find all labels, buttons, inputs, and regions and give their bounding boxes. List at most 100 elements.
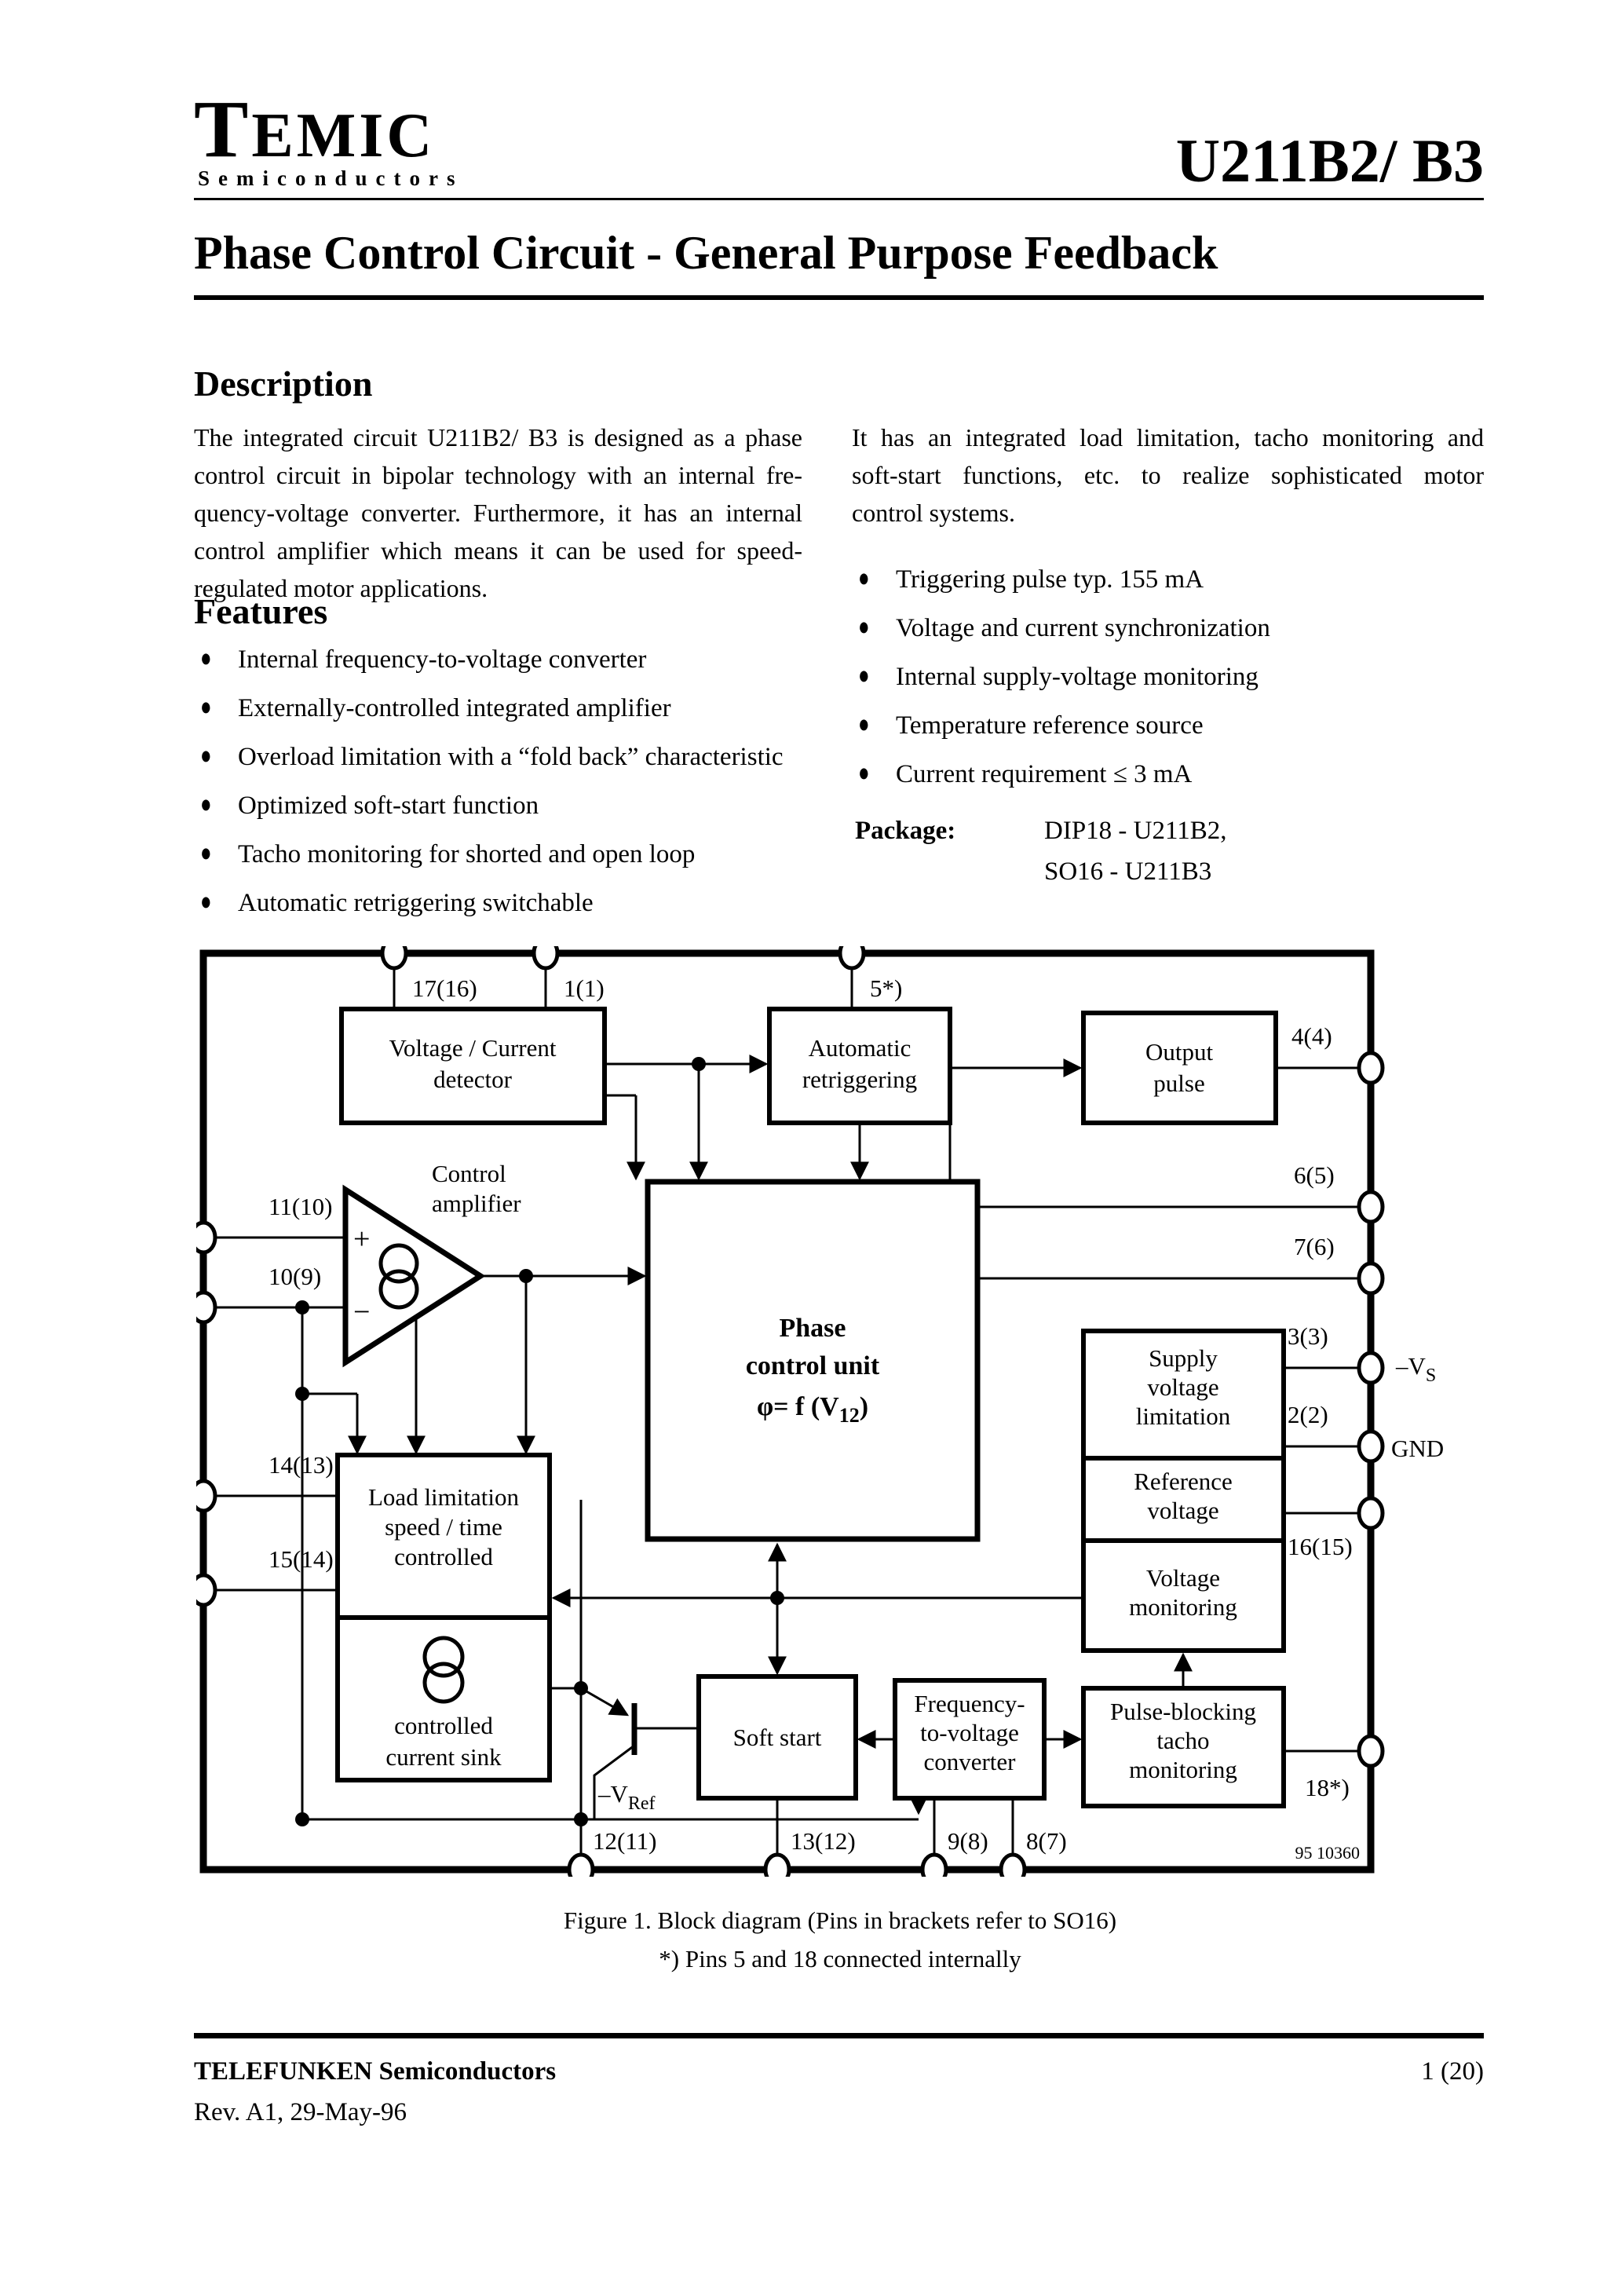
block-frequency-to-voltage-converter	[893, 1678, 1047, 1801]
pin-1-1	[532, 946, 560, 971]
block-label: detector	[433, 1066, 513, 1093]
current-source-icon	[378, 1269, 419, 1310]
description-line: control systems.	[852, 499, 1015, 527]
logo-subtitle: Semiconductors	[198, 166, 464, 190]
junction-dot	[295, 1300, 309, 1314]
pin-label: 1(1)	[564, 974, 605, 1002]
bullet-icon: ●	[858, 711, 870, 739]
pin-13-12	[763, 1852, 791, 1877]
feature-text: Temperature reference source	[896, 711, 1204, 740]
block-label: Phase	[780, 1314, 846, 1343]
package-label: Package:	[855, 817, 956, 845]
feature-text: Tacho monitoring for shorted and open lo…	[238, 840, 696, 868]
pin-11-10	[196, 1220, 217, 1255]
block-label: controlled	[394, 1543, 493, 1570]
description-line: soft-start functions, etc. to realize so…	[852, 461, 1484, 489]
junction-dot	[574, 1681, 588, 1695]
pin-7-6	[1357, 1261, 1385, 1296]
block-label: Frequency-	[914, 1690, 1025, 1717]
block-diagram: Voltage / Current detector Automatic ret…	[196, 946, 1444, 1877]
pin-16-15	[1357, 1496, 1385, 1530]
feature-item: ● Optimized soft-start function	[197, 791, 539, 821]
pin-label: 7(6)	[1294, 1233, 1335, 1260]
block-label: limitation	[1136, 1402, 1231, 1430]
caption-line2: *) Pins 5 and 18 connected internally	[659, 1945, 1021, 1972]
footer-rule	[194, 2033, 1484, 2038]
block-label: Load limitation	[368, 1483, 519, 1511]
block-voltage-monitoring	[1081, 1538, 1286, 1653]
block-label: tacho	[1156, 1727, 1209, 1754]
pin-8-7	[999, 1852, 1027, 1877]
drawing-code: 95 10360	[1295, 1843, 1361, 1863]
amp-plus-sign: +	[353, 1223, 370, 1256]
block-label: to-voltage	[920, 1719, 1019, 1746]
temic-logo: TEMIC	[194, 82, 435, 176]
current-source-icon	[378, 1243, 419, 1284]
description-line: It has an integrated load limitation, ta…	[852, 423, 1484, 452]
feature-text: Internal supply-voltage monitoring	[896, 663, 1259, 691]
pin-label: 6(5)	[1294, 1161, 1335, 1189]
pin-17-16	[380, 946, 408, 971]
feature-item: ●Current requirement ≤ 3 mA	[855, 759, 1192, 789]
pin-label: 16(15)	[1288, 1533, 1353, 1560]
pin-label: 13(12)	[791, 1827, 856, 1855]
pin-label: 10(9)	[269, 1263, 321, 1290]
block-label: voltage	[1147, 1497, 1218, 1524]
logo-initial: T	[194, 84, 252, 174]
junction-dot	[519, 1269, 533, 1283]
junction-dot	[574, 1812, 588, 1826]
pin-label: 9(8)	[948, 1827, 988, 1855]
phase-formula: φ= f (V12)	[757, 1392, 868, 1427]
logo-rest: EMIC	[251, 101, 436, 170]
neg-vref-label: –VRef	[597, 1780, 656, 1814]
current-sink-icon	[422, 1662, 465, 1704]
block-supply-voltage-limitation	[1081, 1329, 1286, 1461]
block-label: pulse	[1153, 1069, 1204, 1097]
block-soft-start	[696, 1674, 858, 1801]
block-label: Supply	[1149, 1344, 1218, 1372]
caption-line1: Figure 1. Block diagram (Pins in bracket…	[563, 1907, 1117, 1934]
transistor-collector-arrow	[580, 1687, 630, 1717]
feature-item: ●Triggering pulse typ. 155 mA	[855, 565, 1204, 594]
bullet-icon: ●	[200, 742, 212, 770]
description-right-column: It has an integrated load limitation, ta…	[852, 419, 1484, 532]
block-label: Control	[432, 1160, 506, 1187]
pin-label: 18*)	[1305, 1774, 1350, 1801]
block-label: Pulse-blocking	[1110, 1698, 1256, 1725]
block-label: converter	[923, 1748, 1016, 1775]
description-heading: Description	[194, 364, 373, 404]
description-left-column: The integrated circuit U211B2/ B3 is des…	[194, 419, 802, 607]
pin-5	[838, 946, 866, 971]
feature-item: ● Overload limitation with a “fold back” …	[197, 742, 784, 772]
header-rule	[194, 198, 1484, 200]
pin-3-3	[1357, 1351, 1385, 1385]
pin-label: 8(7)	[1026, 1827, 1067, 1855]
pin-18	[1357, 1734, 1385, 1768]
pin-label: 17(16)	[412, 974, 477, 1002]
description-line: quency-voltage converter. Furthermore, i…	[194, 499, 802, 527]
block-phase-control-unit	[645, 1179, 981, 1542]
block-label: Voltage / Current	[389, 1034, 557, 1062]
description-line: regulated motor applications.	[194, 574, 488, 602]
block-label: monitoring	[1129, 1593, 1237, 1621]
block-controlled-current-sink	[335, 1615, 552, 1782]
block-label: monitoring	[1129, 1756, 1237, 1783]
feature-text: Overload limitation with a “fold back” c…	[238, 743, 784, 771]
bullet-icon: ●	[200, 791, 212, 819]
neg-vs-label: –VS	[1395, 1352, 1436, 1386]
feature-item: ●Internal supply-voltage monitoring	[855, 662, 1259, 692]
title-rule	[194, 295, 1484, 300]
block-label: retriggering	[802, 1066, 917, 1093]
block-voltage-current-detector	[339, 1007, 607, 1125]
feature-text: Internal frequency-to-voltage converter	[238, 645, 647, 674]
block-load-limitation	[335, 1453, 552, 1620]
package-value-line1: DIP18 - U211B2,	[1044, 817, 1227, 845]
description-line: The integrated circuit U211B2/ B3 is des…	[194, 423, 802, 452]
feature-text: Optimized soft-start function	[238, 792, 539, 820]
feature-text: Externally-controlled integrated amplifi…	[238, 694, 671, 722]
block-reference-voltage	[1081, 1456, 1286, 1543]
pin-14-13	[196, 1479, 217, 1513]
feature-item: ●Automatic retriggering switchable	[197, 888, 594, 918]
block-automatic-retriggering	[767, 1007, 952, 1125]
junction-dot	[295, 1387, 309, 1401]
